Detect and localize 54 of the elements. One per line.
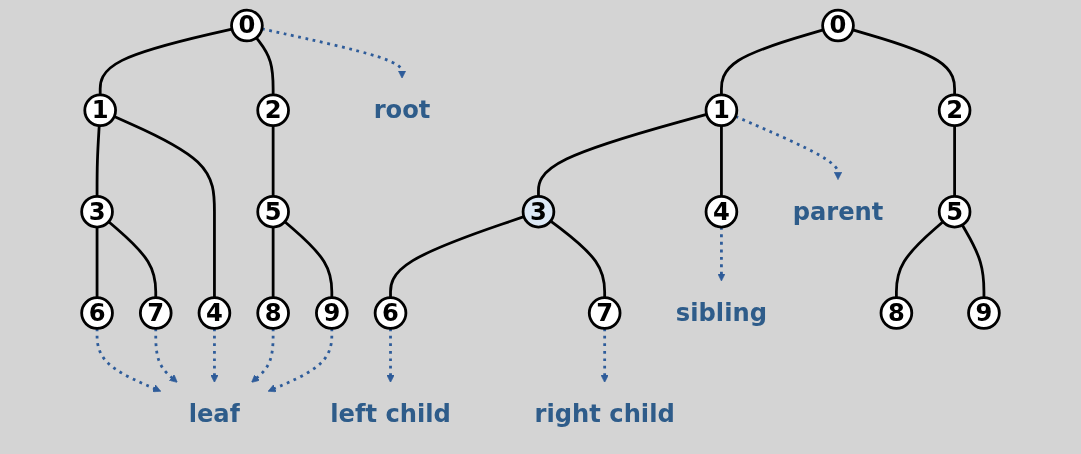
node-circle: 5 [937,194,972,229]
arrow [154,328,178,383]
connector [271,227,275,298]
arrow [717,227,726,282]
node-circle: 2 [937,93,972,128]
arrow [210,328,219,383]
node-circle: 5 [256,194,290,229]
node-circle: 7 [138,296,173,330]
arrow [386,328,395,383]
connector [107,220,158,298]
node-circle: 1 [83,93,117,128]
node-text: parent [792,197,884,226]
node-circle: 6 [80,296,114,330]
connector [720,125,723,197]
arrow [735,115,843,180]
connector [95,125,101,197]
connector [537,113,707,197]
node-circle: 8 [879,296,914,330]
connector [283,220,334,298]
node-circle: 6 [373,296,408,330]
arrow [267,328,334,393]
node-text: right child [534,400,675,428]
connector [895,220,944,298]
connector [255,36,275,95]
connector [95,227,99,298]
arrow [251,328,275,383]
connector [271,125,275,197]
node-circle: 4 [704,194,739,229]
connector [549,219,607,298]
node-circle: 4 [197,296,232,330]
node-text: root [373,95,431,124]
node-circle: 7 [587,296,622,330]
connector [720,28,824,95]
node-circle: 0 [230,8,264,43]
connector [953,125,956,197]
node-circle: 9 [967,296,1001,330]
node-circle: 3 [80,194,114,229]
node-circle: 3 [521,194,556,229]
connector [98,27,233,95]
connector [389,215,525,298]
node-circle: 9 [315,296,349,330]
arrow [261,27,407,79]
node-text: sibling [675,298,767,327]
node-circle: 0 [821,8,855,43]
node-circle: 1 [704,93,739,128]
node-circle: 8 [256,296,290,330]
node-text: leaf [188,400,241,428]
connector [961,224,986,298]
connector [113,115,216,298]
node-circle: 2 [256,93,290,128]
arrow [600,328,609,383]
node-text: left child [330,400,451,428]
connector [852,28,956,95]
arrow [95,328,162,393]
